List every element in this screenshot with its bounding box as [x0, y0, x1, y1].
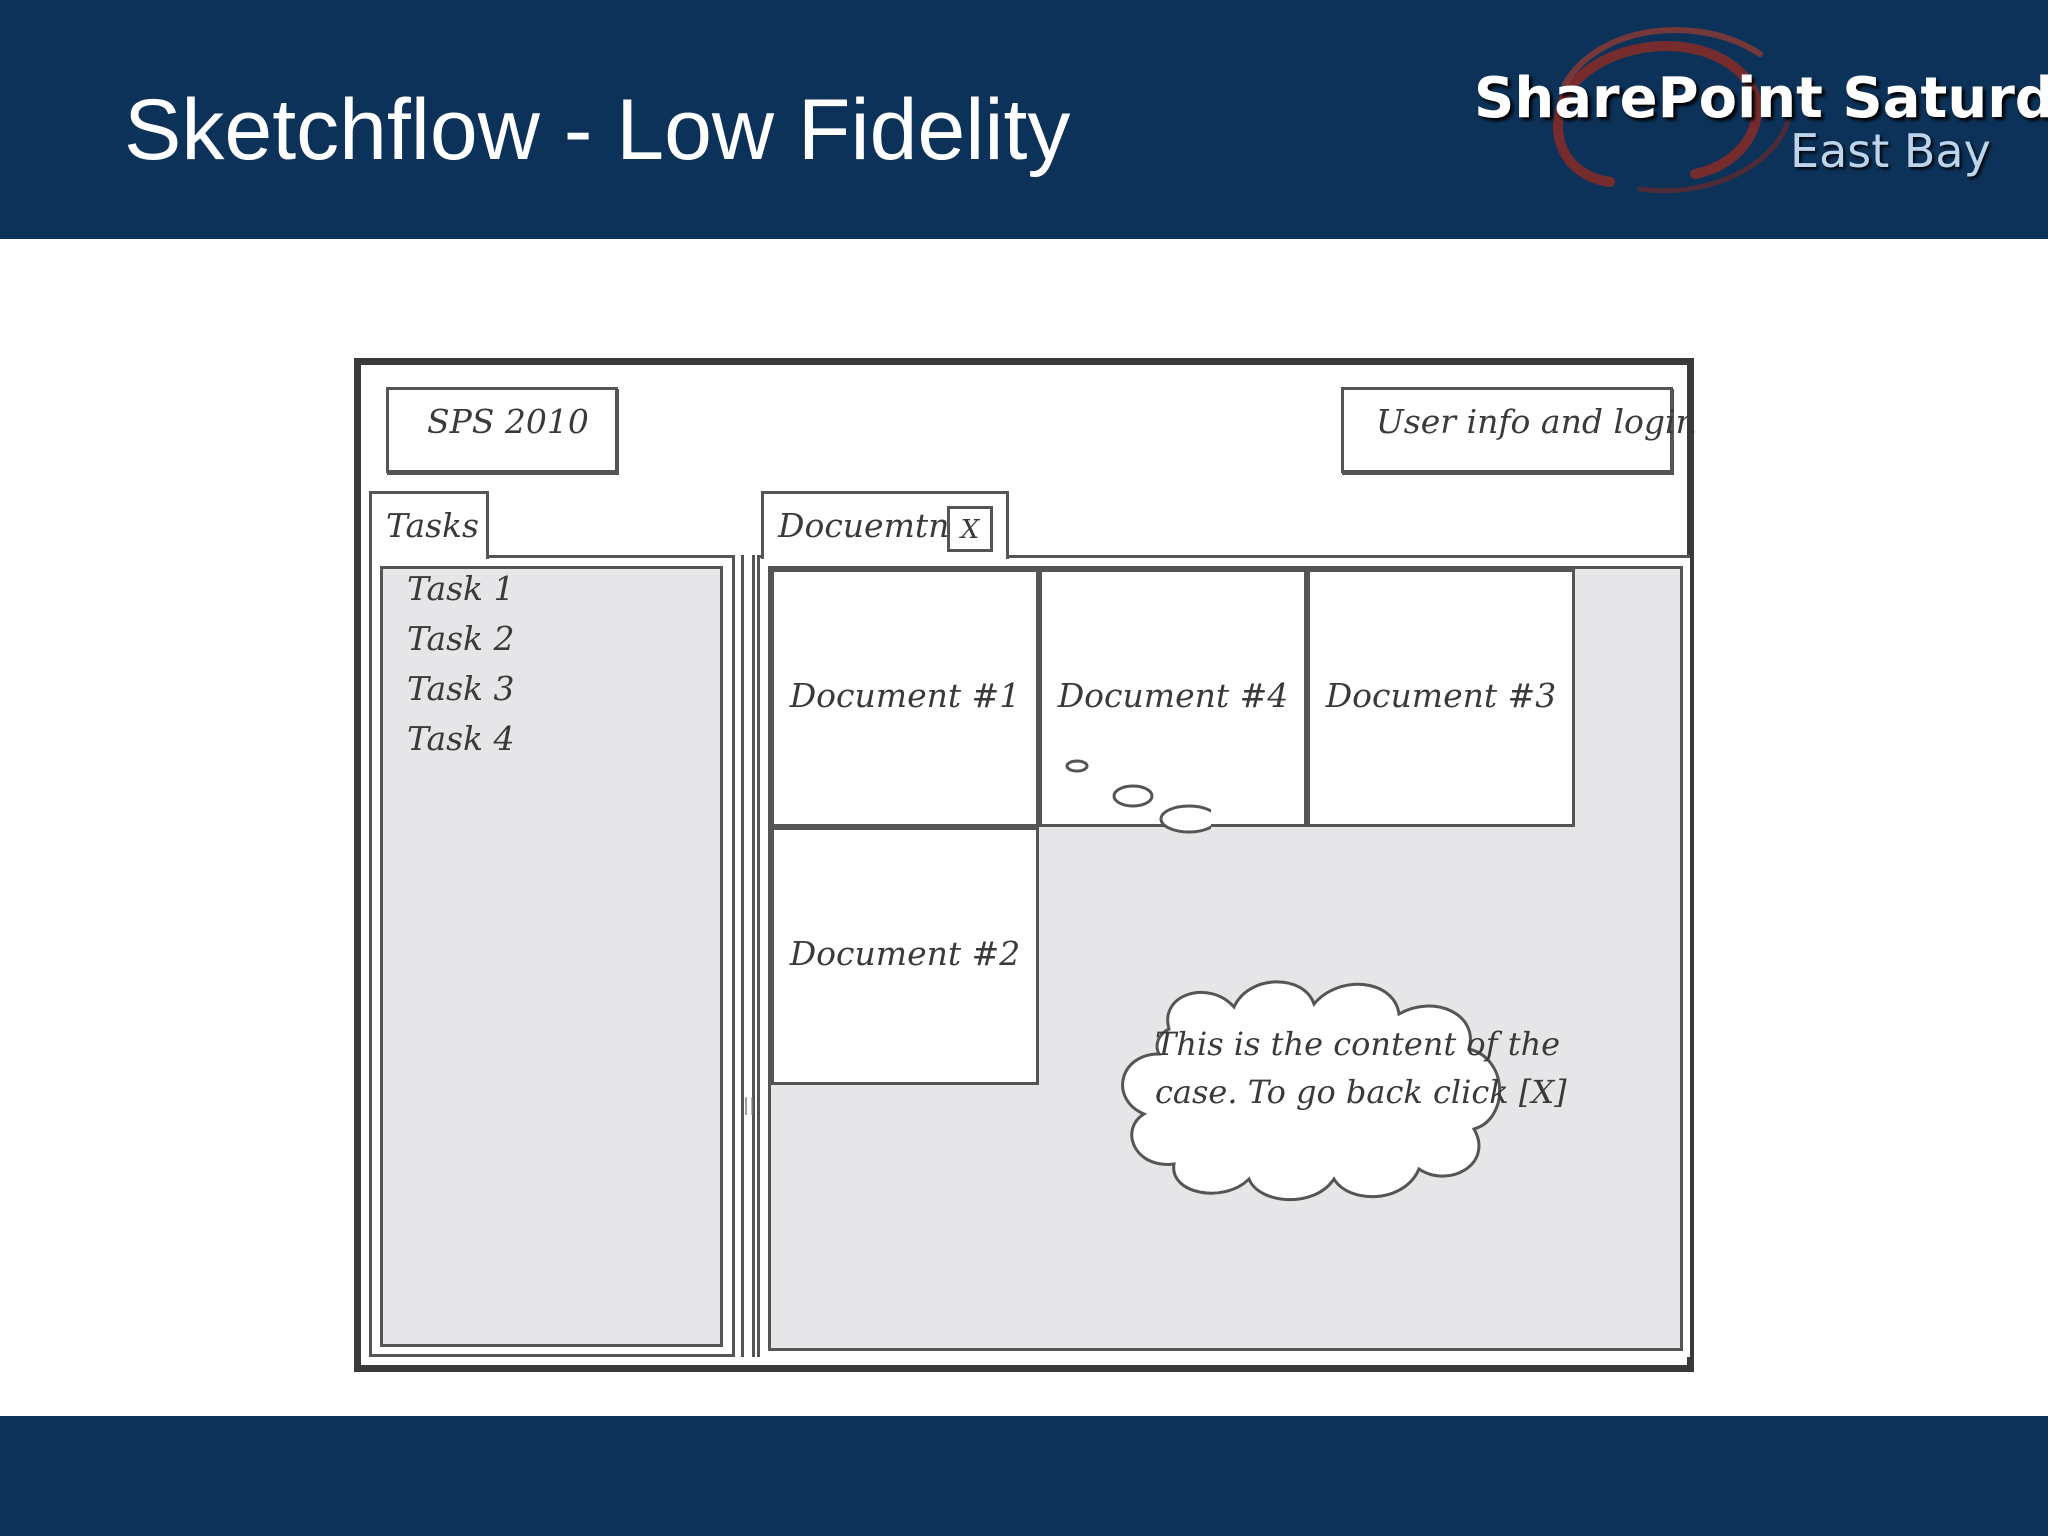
documents-area: Document #1 Document #4 Document #3 Docu…: [768, 566, 1683, 1351]
grip-icon: ||: [743, 1095, 756, 1116]
tab-tasks-label: Tasks: [386, 506, 479, 545]
tab-documents[interactable]: Docuemtns X: [761, 491, 1009, 559]
document-card-3[interactable]: Document #3: [1307, 569, 1575, 827]
swirl-logo-icon: [1553, 27, 1793, 194]
pane-splitter[interactable]: ||: [741, 555, 755, 1357]
brand-label: SPS 2010: [427, 402, 589, 441]
user-login-box[interactable]: User info and login: [1341, 387, 1697, 473]
user-login-label: User info and login: [1376, 402, 1697, 441]
task-item[interactable]: Task 4: [407, 719, 515, 758]
document-label: Document #4: [1057, 676, 1289, 715]
task-item[interactable]: Task 2: [407, 619, 515, 658]
task-item[interactable]: Task 1: [407, 569, 515, 608]
tab-documents-label: Docuemtns: [778, 506, 967, 545]
logo-text-sub: East Bay: [1790, 124, 1991, 178]
document-card-1[interactable]: Document #1: [771, 569, 1039, 827]
logo-text-main: SharePoint Saturday: [1474, 66, 2048, 131]
task-list: Task 1 Task 2 Task 3 Task 4: [380, 566, 723, 1347]
sketchflow-mockup: SPS 2010 User info and login Task 1 Task…: [354, 358, 1697, 1372]
footer-banner: [0, 1416, 2048, 1536]
documents-pane: Document #1 Document #4 Document #3 Docu…: [757, 555, 1690, 1357]
callout-text-line2: case. To go back click [X]: [1155, 1073, 1567, 1111]
tasks-pane: Task 1 Task 2 Task 3 Task 4: [369, 555, 735, 1357]
slide-title: Sketchflow - Low Fidelity: [124, 82, 1071, 178]
sharepoint-saturday-logo: SharePoint Saturday East Bay: [1460, 14, 2048, 204]
thought-bubble-callout: This is the content of the case. To go b…: [1099, 969, 1567, 1209]
task-item[interactable]: Task 3: [407, 669, 515, 708]
document-label: Document #1: [789, 676, 1021, 715]
brand-box[interactable]: SPS 2010: [386, 387, 618, 473]
document-card-4[interactable]: Document #4: [1039, 569, 1307, 827]
callout-text-line1: This is the content of the: [1155, 1025, 1561, 1063]
document-card-2[interactable]: Document #2: [771, 827, 1039, 1085]
thought-dots-icon: [1065, 759, 1211, 834]
cloud-shape-icon: [1121, 980, 1502, 1202]
document-label: Document #3: [1325, 676, 1557, 715]
title-banner: Sketchflow - Low Fidelity SharePoint Sat…: [0, 0, 2048, 239]
close-tab-button[interactable]: X: [947, 506, 993, 552]
document-label: Document #2: [789, 934, 1021, 973]
tab-tasks[interactable]: Tasks: [369, 491, 489, 559]
